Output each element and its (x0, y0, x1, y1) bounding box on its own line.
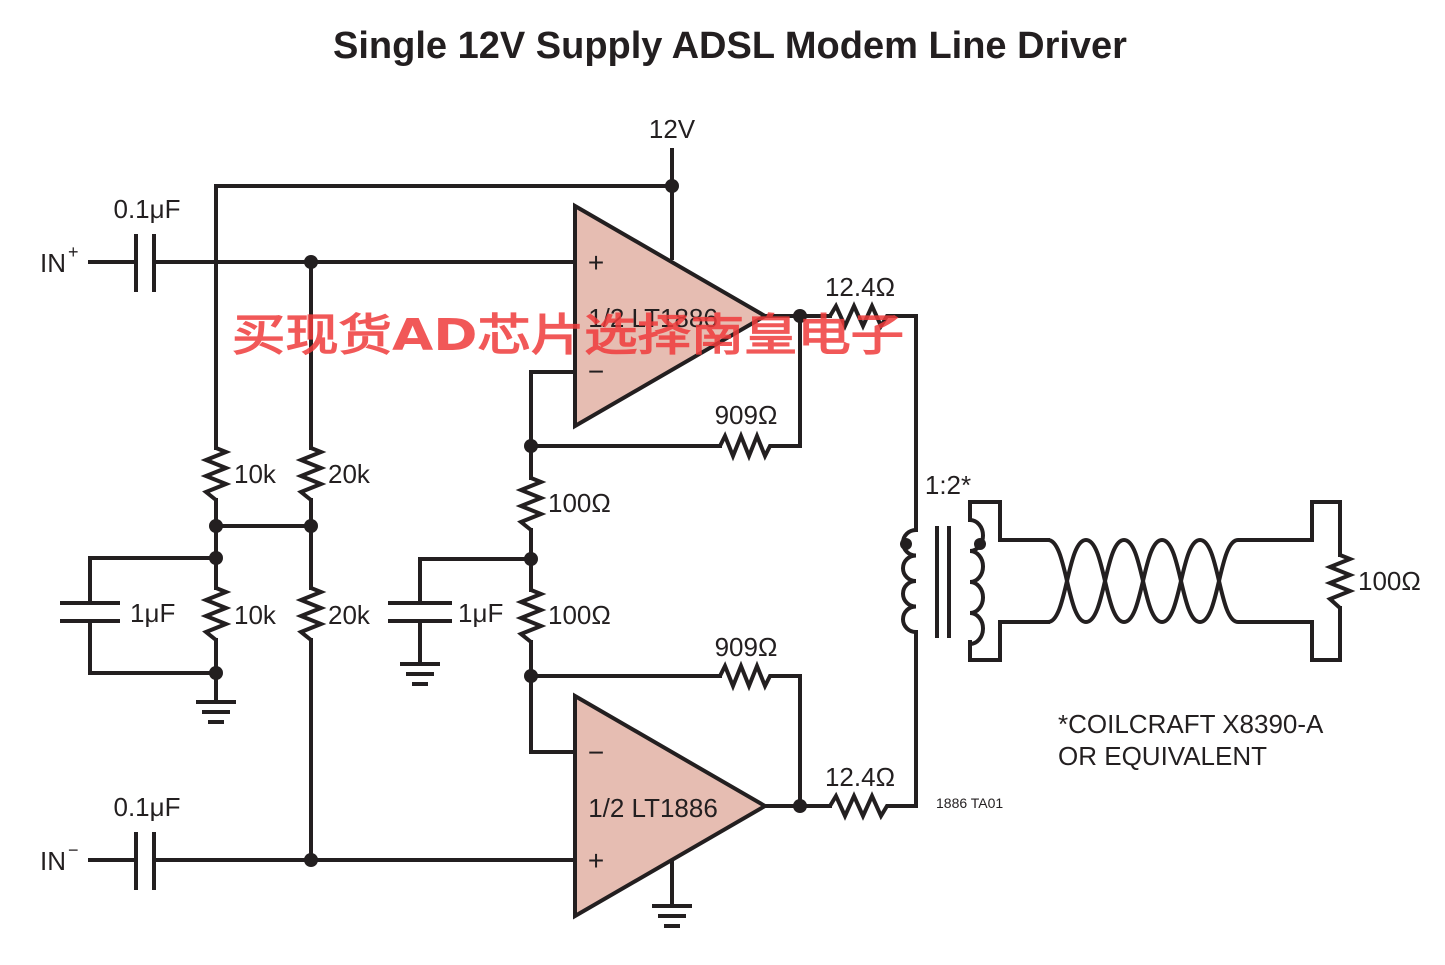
resistor-out-bottom: 12.4Ω (825, 762, 895, 821)
wires (88, 148, 1342, 907)
resistor-out-bottom-label: 12.4Ω (825, 762, 895, 792)
op-amp-bottom-plus-sign: + (588, 845, 604, 876)
op-amp-bottom: − + 1/2 LT1886 (573, 692, 769, 920)
svg-text:IN: IN (40, 248, 66, 278)
resistor-10k-bottom: 10k (200, 586, 277, 642)
supply-label: 12V (649, 114, 696, 144)
op-amp-top-minus-sign: − (588, 356, 604, 387)
resistor-10k-top: 10k (200, 446, 277, 502)
resistor-100-bottom-label: 100Ω (548, 600, 611, 630)
footnote: *COILCRAFT X8390-A OR EQUIVALENT (1058, 709, 1324, 771)
resistor-10k-bottom-label: 10k (234, 600, 277, 630)
resistor-out-top: 12.4Ω (825, 272, 895, 331)
resistor-909-bottom: 909Ω (715, 632, 778, 692)
svg-text:IN: IN (40, 846, 66, 876)
figure-code: 1886 TA01 (936, 795, 1003, 811)
resistor-909-top-label: 909Ω (715, 400, 778, 430)
capacitor-bias-left-label: 1μF (130, 598, 175, 628)
resistor-100-top-label: 100Ω (548, 488, 611, 518)
capacitor-bias-mid-label: 1μF (458, 598, 503, 628)
op-amp-top-label: 1/2 LT1886 (588, 303, 718, 333)
transformer: 1:2* (900, 470, 986, 646)
junction-dots (209, 179, 807, 867)
footnote-line-1: *COILCRAFT X8390-A (1058, 709, 1324, 739)
resistor-100-top: 100Ω (515, 476, 611, 532)
capacitor-in-bottom-label: 0.1μF (113, 792, 180, 822)
capacitor-bias-mid: 1μF (388, 598, 503, 628)
svg-text:−: − (68, 840, 79, 860)
resistor-909-top: 909Ω (715, 400, 778, 462)
capacitor-in-top-label: 0.1μF (113, 194, 180, 224)
ground-symbol-left (196, 700, 236, 724)
input-minus-label: IN − (40, 840, 79, 876)
op-amp-top: + − 1/2 LT1886 (573, 202, 769, 430)
transformer-ratio-label: 1:2* (925, 470, 971, 500)
svg-text:+: + (68, 242, 79, 262)
input-plus-label: IN + (40, 242, 79, 278)
resistor-20k-bottom-label: 20k (328, 600, 371, 630)
ground-symbol-amp (652, 904, 692, 928)
capacitor-bias-left: 1μF (60, 598, 175, 628)
twisted-pair-line (1047, 537, 1262, 625)
resistor-load: 100Ω (1324, 553, 1421, 610)
resistor-load-label: 100Ω (1358, 566, 1421, 596)
resistor-20k-bottom: 20k (295, 586, 371, 642)
watermark-text: 买现货AD芯片选择南皇电子 (232, 310, 904, 361)
resistor-909-bottom-label: 909Ω (715, 632, 778, 662)
resistor-100-bottom: 100Ω (515, 588, 611, 644)
resistor-20k-top: 20k (295, 446, 371, 502)
op-amp-bottom-minus-sign: − (588, 737, 604, 768)
footnote-line-2: OR EQUIVALENT (1058, 741, 1267, 771)
op-amp-bottom-label: 1/2 LT1886 (588, 793, 718, 823)
capacitor-in-bottom: 0.1μF (113, 792, 181, 890)
diagram-title: Single 12V Supply ADSL Modem Line Driver (333, 25, 1127, 67)
resistor-out-top-label: 12.4Ω (825, 272, 895, 302)
capacitor-in-top: 0.1μF (113, 194, 181, 292)
resistor-20k-top-label: 20k (328, 459, 371, 489)
resistor-10k-top-label: 10k (234, 459, 277, 489)
op-amp-top-plus-sign: + (588, 247, 604, 278)
ground-symbol-mid (400, 662, 440, 686)
